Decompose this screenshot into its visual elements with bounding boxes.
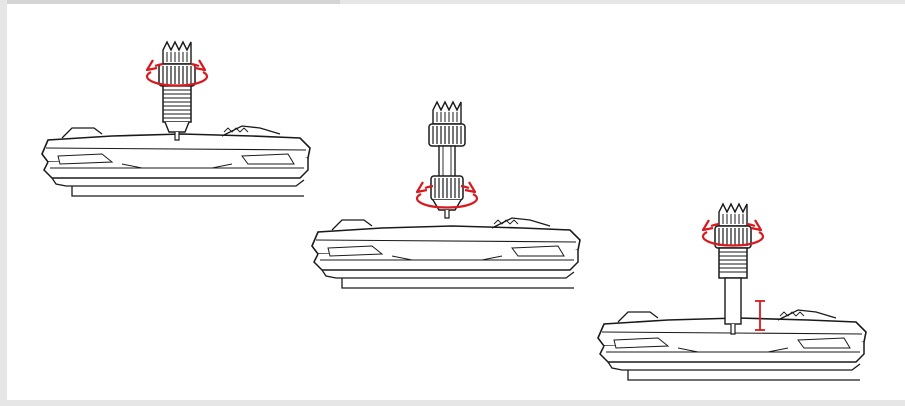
knob-assembly [158, 41, 196, 141]
frame-left-border [0, 0, 7, 406]
step-2-illustration [311, 101, 581, 289]
step-3-illustration [597, 203, 867, 381]
gap-marker [755, 300, 765, 331]
step-1-illustration [41, 41, 311, 197]
frame-top-tab [0, 0, 340, 4]
knob-assembly [714, 203, 752, 335]
frame-bottom-border [0, 400, 905, 406]
knob-assembly [428, 101, 466, 219]
frame-top-border [0, 0, 905, 4]
base-plate [311, 217, 581, 289]
